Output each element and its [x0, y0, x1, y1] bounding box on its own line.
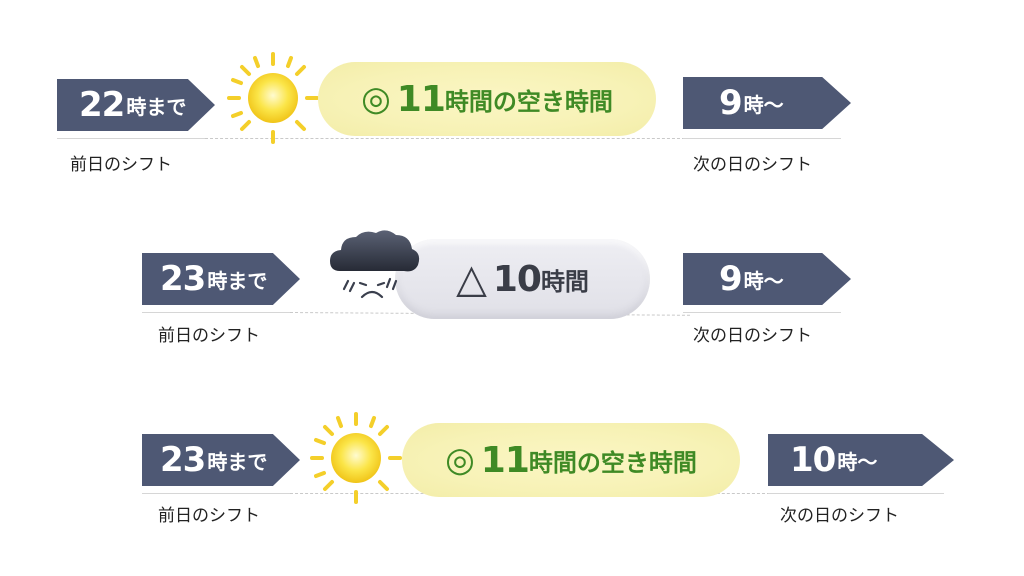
next-shift-arrow: 10 時～ [768, 434, 954, 486]
prev-shift-arrow: 22 時まで [57, 79, 215, 131]
shift-row-1: 22 時まで 前日のシフト ◎ [0, 52, 1024, 200]
free-hours-suffix: の空き時間 [576, 448, 697, 477]
prev-shift-arrow: 23 時まで [142, 434, 300, 486]
prev-shift-suffix: 時まで [207, 449, 268, 474]
free-hours-number: 11 [396, 78, 446, 120]
reduced-hours-unit: 時間 [540, 267, 589, 296]
next-shift-arrow: 9 時～ [683, 77, 851, 129]
shift-row-3: 23 時まで 前日のシフト ◎ [0, 412, 1024, 555]
shift-row-2: 23 時まで 前日のシフト △ 10 時間 9 時～ [0, 230, 1024, 375]
prev-shift-arrow: 23 時まで [142, 253, 300, 305]
next-shift-label: 次の日のシフト [693, 155, 812, 175]
reduced-hours-number: 10 [492, 258, 542, 300]
prev-shift-label: 前日のシフト [158, 326, 260, 346]
free-hours-unit: 時間 [444, 87, 493, 116]
double-circle-icon: ◎ [445, 440, 475, 480]
free-hours-number: 11 [480, 439, 530, 481]
free-hours-badge: ◎ 11 時間 の空き時間 [318, 62, 656, 136]
next-shift-suffix: 時～ [837, 449, 878, 474]
double-circle-icon: ◎ [361, 79, 391, 119]
next-shift-time: 10 [790, 440, 836, 480]
reduced-hours-badge: △ 10 時間 [395, 239, 650, 319]
next-shift-suffix: 時～ [743, 268, 784, 293]
next-shift-label: 次の日のシフト [693, 326, 812, 346]
next-shift-time: 9 [719, 259, 743, 299]
prev-shift-time: 23 [160, 259, 206, 299]
triangle-icon: △ [456, 256, 487, 302]
sun-icon [310, 412, 402, 504]
prev-shift-suffix: 時まで [126, 94, 187, 119]
next-shift-label: 次の日のシフト [780, 506, 899, 526]
prev-shift-time: 23 [160, 440, 206, 480]
free-hours-badge: ◎ 11 時間 の空き時間 [402, 423, 740, 497]
rain-cloud-icon [330, 230, 420, 299]
prev-shift-label: 前日のシフト [158, 506, 260, 526]
sun-icon [227, 52, 319, 144]
next-shift-suffix: 時～ [743, 92, 784, 117]
next-shift-time: 9 [719, 83, 743, 123]
prev-shift-suffix: 時まで [207, 268, 268, 293]
free-hours-unit: 時間 [528, 448, 577, 477]
prev-shift-time: 22 [79, 85, 125, 125]
prev-shift-label: 前日のシフト [70, 155, 172, 175]
free-hours-suffix: の空き時間 [492, 87, 613, 116]
next-shift-arrow: 9 時～ [683, 253, 851, 305]
